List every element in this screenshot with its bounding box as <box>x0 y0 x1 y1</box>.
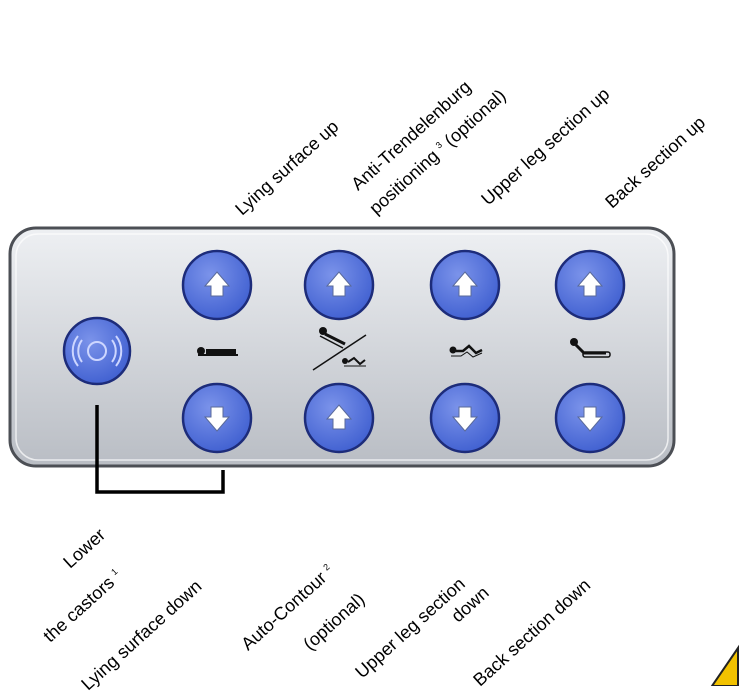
upper-leg-up-button[interactable] <box>429 249 501 321</box>
anti-trendelenburg-pictogram <box>312 327 367 371</box>
lying-surface-up-button[interactable] <box>181 249 253 321</box>
back-section-up-button[interactable] <box>554 249 626 321</box>
lying-surface-pictogram <box>197 347 238 356</box>
lying-surface-down-button[interactable] <box>181 382 253 454</box>
anti-trendelenburg-button[interactable] <box>303 249 375 321</box>
upper-leg-pictogram <box>449 344 483 358</box>
auto-contour-button[interactable] <box>303 382 375 454</box>
back-section-pictogram <box>570 338 611 358</box>
brake-ring-icon <box>71 335 123 367</box>
castor-bracket-line <box>95 405 225 494</box>
upper-leg-down-button[interactable] <box>429 382 501 454</box>
castor-brake-button[interactable] <box>62 316 132 386</box>
warning-triangle-icon <box>710 644 739 686</box>
footnote-3: 3 <box>433 139 445 151</box>
back-section-down-button[interactable] <box>554 382 626 454</box>
